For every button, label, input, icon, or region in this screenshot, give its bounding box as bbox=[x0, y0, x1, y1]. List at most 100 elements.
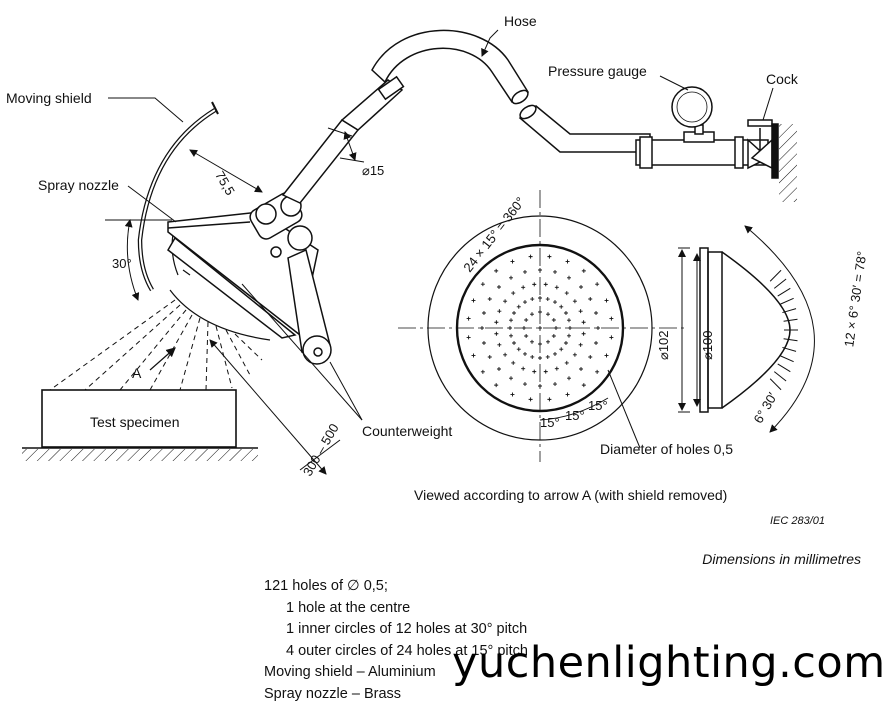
spray-hole bbox=[567, 376, 571, 381]
spray-hole bbox=[546, 339, 550, 344]
spray-hole bbox=[528, 397, 533, 402]
spray-hole bbox=[530, 354, 535, 359]
spray-hole bbox=[530, 312, 534, 317]
spray-nozzle-label: Spray nozzle bbox=[38, 177, 119, 193]
note-line-3: 1 inner circles of 12 holes at 30° pitch bbox=[286, 621, 528, 637]
dimension-75: 75,5 bbox=[189, 149, 263, 198]
spray-hole bbox=[564, 360, 569, 365]
angle-30: 30° bbox=[105, 219, 172, 301]
spray-cone bbox=[49, 299, 263, 391]
spray-hole bbox=[578, 309, 583, 314]
spray-hole bbox=[471, 298, 476, 303]
nozzle-side-view: ⌀102 ⌀100 12 × 6° 30′ = 78° 6° 30′ bbox=[656, 225, 870, 433]
spray-hole bbox=[553, 382, 558, 387]
spray-hole bbox=[609, 316, 614, 321]
view-caption: Viewed according to arrow A (with shield… bbox=[414, 487, 727, 503]
dim-78: 12 × 6° 30′ = 78° bbox=[841, 250, 869, 348]
spray-hole bbox=[566, 333, 571, 338]
spray-hole bbox=[588, 297, 593, 301]
spray-hole bbox=[480, 369, 485, 374]
spray-hole bbox=[487, 355, 492, 359]
spray-hole bbox=[503, 352, 508, 357]
spray-hole bbox=[572, 299, 577, 304]
spray-hole bbox=[523, 300, 527, 305]
spray-hole bbox=[530, 339, 534, 344]
note-line-2: 1 hole at the centre bbox=[286, 599, 411, 616]
spray-hole bbox=[581, 383, 586, 388]
spray-hole bbox=[563, 341, 568, 345]
spray-hole bbox=[516, 304, 521, 309]
watermark: yuchenlighting.com bbox=[452, 638, 886, 688]
dim-30-deg: 30° bbox=[112, 256, 132, 271]
spray-hole bbox=[494, 320, 499, 325]
spray-hole bbox=[522, 269, 527, 274]
spray-hole bbox=[538, 342, 542, 346]
spray-hole bbox=[546, 312, 550, 317]
dim-6-30: 6° 30′ bbox=[751, 389, 781, 426]
spray-hole bbox=[538, 310, 542, 314]
spray-hole bbox=[566, 318, 571, 323]
spray-hole bbox=[538, 384, 542, 388]
spray-hole bbox=[512, 341, 517, 345]
spray-hole bbox=[551, 334, 556, 338]
pitch-15-a: 15° bbox=[540, 415, 560, 430]
spray-hole bbox=[511, 360, 516, 365]
spray-hole bbox=[595, 369, 600, 374]
test-specimen-group: Test specimen bbox=[22, 389, 258, 461]
note-line-4: 4 outer circles of 24 holes at 15° pitch bbox=[286, 642, 528, 659]
arc-tick bbox=[782, 308, 797, 314]
note-line-5: Moving shield – Aluminium bbox=[264, 664, 436, 680]
supply-pipe bbox=[281, 75, 405, 204]
spray-hole bbox=[604, 298, 609, 303]
arc-tick bbox=[780, 297, 794, 305]
spray-hole bbox=[554, 285, 559, 290]
spray-hole bbox=[481, 310, 486, 315]
spray-hole bbox=[466, 316, 471, 321]
view-arrow-a: A bbox=[132, 347, 176, 381]
arc-tick bbox=[783, 338, 798, 342]
cock-label: Cock bbox=[766, 71, 799, 87]
spray-hole bbox=[480, 282, 485, 287]
spray-hole bbox=[497, 309, 502, 314]
spray-hole bbox=[564, 291, 569, 296]
arrow-a-label: A bbox=[132, 365, 142, 381]
spray-hole bbox=[496, 367, 501, 372]
spray-hole bbox=[521, 285, 526, 290]
spray-hole bbox=[545, 354, 550, 359]
spray-hole bbox=[547, 254, 552, 259]
hose bbox=[371, 29, 530, 105]
spray-hole bbox=[594, 341, 599, 346]
arc-tick bbox=[777, 287, 791, 297]
spray-hole bbox=[509, 376, 513, 381]
spray-hole bbox=[522, 382, 527, 387]
spray-hole bbox=[523, 351, 527, 356]
spray-hole bbox=[579, 284, 584, 289]
dim-15: ⌀15 bbox=[362, 163, 384, 178]
dimension-15: ⌀15 bbox=[327, 127, 384, 178]
note-line-6: Spray nozzle – Brass bbox=[264, 685, 402, 702]
spray-holes bbox=[466, 254, 614, 402]
spray-hole bbox=[509, 275, 513, 280]
spray-hole bbox=[565, 259, 570, 264]
spray-hole bbox=[579, 367, 584, 372]
spray-hole bbox=[572, 352, 577, 357]
moving-shield-label: Moving shield bbox=[6, 90, 92, 106]
arc-tick bbox=[773, 371, 787, 382]
spray-hole bbox=[532, 282, 537, 287]
diameter-holes-label: Diameter of holes 0,5 bbox=[600, 441, 733, 457]
spray-hole bbox=[551, 318, 556, 322]
spray-hole bbox=[559, 304, 564, 309]
spray-hole bbox=[538, 326, 542, 330]
spray-hole bbox=[581, 268, 586, 273]
spray-hole bbox=[578, 342, 583, 347]
spray-hole bbox=[581, 320, 586, 325]
spray-hole bbox=[516, 347, 521, 352]
spray-hole bbox=[510, 392, 515, 397]
pressure-gauge-label: Pressure gauge bbox=[548, 63, 647, 79]
spray-hole bbox=[554, 366, 559, 371]
spray-hole bbox=[568, 326, 572, 330]
spray-hole bbox=[466, 335, 471, 340]
arc-tick bbox=[769, 378, 782, 391]
ground-hatch bbox=[22, 449, 258, 461]
spray-hole bbox=[543, 282, 548, 287]
